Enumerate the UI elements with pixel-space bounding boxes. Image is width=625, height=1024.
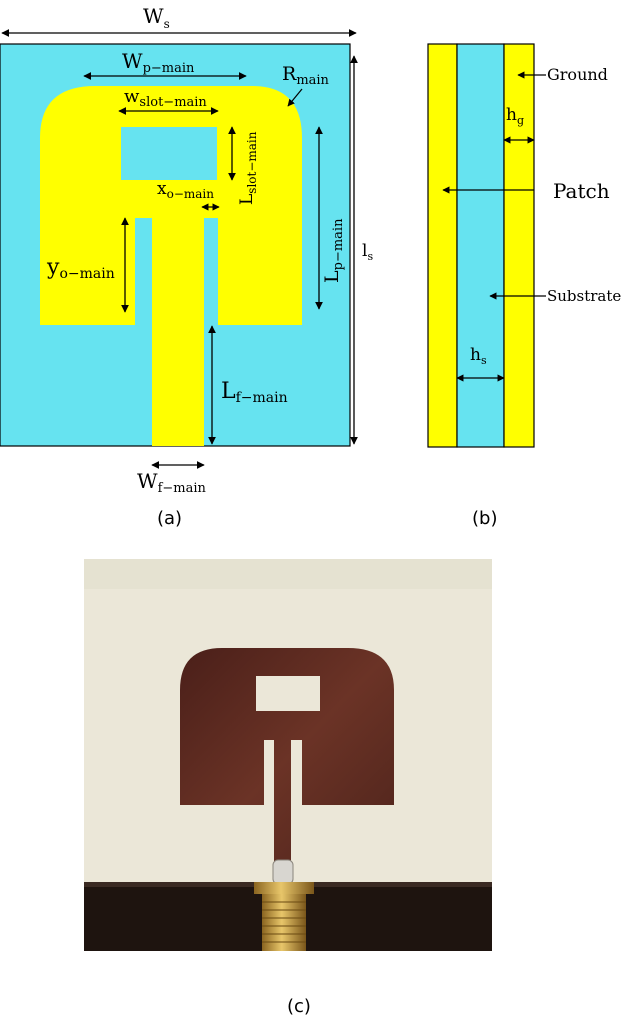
slot-rect	[121, 127, 217, 180]
photo-top-shade	[84, 559, 492, 589]
connector-flange	[254, 882, 314, 894]
substrate-label: Substrate	[547, 287, 621, 305]
caption-b: (b)	[472, 508, 497, 529]
ground-label: Ground	[547, 65, 608, 84]
patch-layer-b	[427, 43, 458, 448]
lp-label: Lp−main	[321, 218, 346, 283]
panel-b: Ground hg Patch Substrate hs (b)	[427, 43, 621, 529]
ls-label: ls	[362, 241, 373, 263]
lf-label: Lf−main	[221, 379, 288, 406]
substrate-layer-b	[456, 43, 505, 448]
patch-label: Patch	[553, 179, 610, 203]
ws-label: Ws	[143, 4, 170, 31]
wf-label: Wf−main	[137, 469, 207, 496]
caption-a: (a)	[157, 508, 182, 529]
connector-pin	[272, 859, 294, 885]
yo-label: yo−main	[46, 255, 115, 282]
rmain-label: Rmain	[282, 63, 330, 88]
panel-a: Ws Wp−main wslot−main Rmain Lslot−main x…	[0, 4, 373, 529]
wp-label: Wp−main	[122, 49, 195, 76]
rmain-pointer-arrow	[287, 88, 303, 107]
connector-threads	[262, 901, 306, 943]
photo-copper-patch	[180, 648, 394, 870]
hs-label: hs	[470, 345, 487, 367]
ground-layer-b	[503, 43, 535, 448]
patch-main	[40, 86, 302, 446]
panel-c-photo: (c)	[84, 559, 492, 1017]
caption-c: (c)	[287, 996, 311, 1017]
photo-slot	[256, 676, 320, 711]
xo-label: xo−main	[157, 179, 214, 201]
wslot-label: wslot−main	[124, 86, 207, 110]
lslot-label: Lslot−main	[237, 131, 259, 205]
hg-label: hg	[506, 105, 524, 127]
